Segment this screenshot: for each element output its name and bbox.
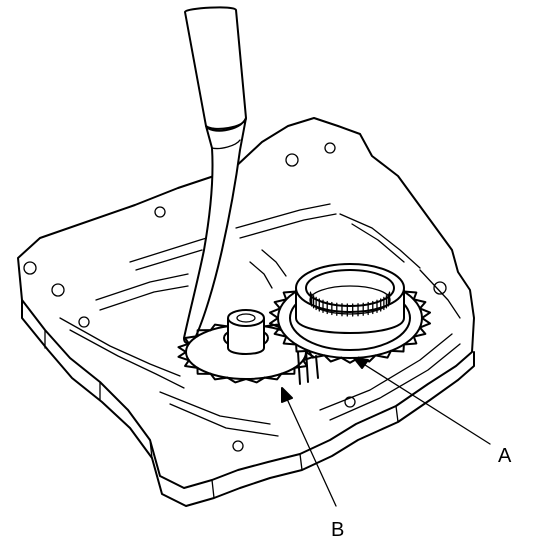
gear-tooth [196,329,212,338]
gear-tooth [245,376,266,384]
screwdriver-tool [183,6,247,344]
gear-tooth [273,326,288,338]
gear-tooth [295,343,311,353]
gear-tooth [177,342,190,353]
mesh-marks [297,349,319,385]
splined-sleeve [295,263,405,334]
gear-tooth [282,335,298,346]
gear-tooth [268,307,282,319]
callout-label-a: A [498,445,512,467]
gear-tooth [374,349,392,359]
gear-tooth [402,290,418,301]
gear-tooth [412,298,427,310]
callout-label-b: B [331,519,344,541]
gear-tooth [177,351,190,362]
shaft-boss [227,309,265,355]
gear-tooth [263,372,283,381]
gear-tooth [418,307,432,319]
gear-tooth [389,343,405,353]
gear-tooth [196,366,212,375]
gear-tooth [184,335,199,345]
gear-tooth [323,354,343,363]
gear-tooth [402,335,418,346]
gear-tooth [412,326,427,338]
gear-tooth [209,323,229,332]
gear-tooth [418,317,432,329]
gear-tooth [282,290,298,301]
gear-tooth [280,366,296,375]
gear-tooth [273,298,288,310]
gear-tooth [226,376,247,384]
gear-tooth [184,359,199,369]
gear-tooth [209,372,229,381]
gear-tooth [308,349,326,359]
valve-body-plate [17,117,475,507]
gear-tooth [268,317,282,329]
leader-lines [281,357,491,507]
